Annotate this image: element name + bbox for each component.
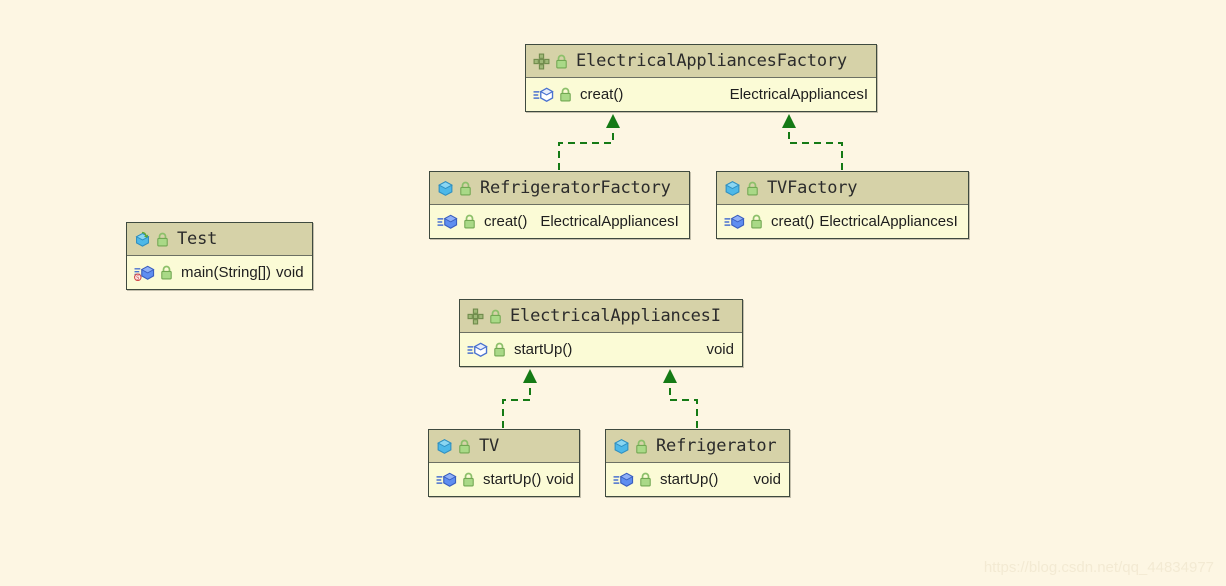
lock-public-icon [746,181,759,196]
lock-public-icon [160,265,173,280]
node-title: ElectricalAppliancesI [510,306,721,326]
lock-public-icon [559,87,572,102]
member-return-type: ElectricalAppliancesI [729,86,868,103]
edge-tvfactory-implements-factory [782,114,843,170]
class-icon [613,438,630,455]
lock-public-icon [639,472,652,487]
node-title: RefrigeratorFactory [480,178,671,198]
lock-public-icon [462,472,475,487]
node-tvfactory[interactable]: TVFactory creat() ElectricalAppliancesI [716,171,969,239]
member-name: startUp() [514,341,573,358]
node-header: Test [127,223,312,256]
static-method-icon: S [134,265,155,281]
node-tv[interactable]: TV startUp() void [428,429,580,497]
node-title: Refrigerator [656,436,777,456]
lock-public-icon [156,232,169,247]
member-row[interactable]: S main(String[]) void [127,256,312,289]
node-title: ElectricalAppliancesFactory [576,51,847,71]
member-return-type: ElectricalAppliancesI [540,213,679,230]
member-return-type: ElectricalAppliancesI [819,213,958,230]
lock-public-icon [493,342,506,357]
member-return-type: void [546,471,574,488]
member-row[interactable]: creat() ElectricalAppliancesI [526,78,876,111]
lock-public-icon [555,54,568,69]
lock-public-icon [750,214,763,229]
class-icon [436,438,453,455]
interface-icon [533,53,550,70]
member-row[interactable]: creat() ElectricalAppliancesI [430,205,689,238]
node-title: TV [479,436,500,456]
node-refrigeratorfactory[interactable]: RefrigeratorFactory creat() ElectricalAp… [429,171,690,239]
node-header: ElectricalAppliancesI [460,300,742,333]
edge-refrigerator-implements-appliances [663,369,698,428]
member-name: main(String[]) [181,264,272,281]
node-header: TVFactory [717,172,968,205]
method-icon [724,214,745,230]
member-name: creat() [580,86,624,103]
abstract-method-icon [533,87,554,103]
method-icon [437,214,458,230]
lock-public-icon [635,439,648,454]
node-electricalappliancesi[interactable]: ElectricalAppliancesI startUp() void [459,299,743,367]
node-header: ElectricalAppliancesFactory [526,45,876,78]
member-name: creat() [771,213,815,230]
member-return-type: void [753,471,781,488]
interface-icon [467,308,484,325]
node-header: TV [429,430,579,463]
class-icon [437,180,454,197]
edge-tv-implements-appliances [502,369,537,428]
svg-text:S: S [136,275,139,281]
member-row[interactable]: creat() ElectricalAppliancesI [717,205,968,238]
member-return-type: void [276,264,304,281]
edge-refrigeratorfactory-implements-factory [558,114,620,170]
class-icon [724,180,741,197]
node-refrigerator[interactable]: Refrigerator startUp() void [605,429,790,497]
node-header: Refrigerator [606,430,789,463]
member-return-type: void [706,341,734,358]
lock-public-icon [459,181,472,196]
lock-public-icon [463,214,476,229]
node-test[interactable]: Test S main(String[]) void [126,222,313,290]
node-header: RefrigeratorFactory [430,172,689,205]
member-name: startUp() [483,471,542,488]
runnable-class-icon [134,231,151,248]
node-title: TVFactory [767,178,858,198]
member-name: creat() [484,213,528,230]
node-title: Test [177,229,218,249]
member-row[interactable]: startUp() void [460,333,742,366]
node-electricalappliancesfactory[interactable]: ElectricalAppliancesFactory creat() Elec… [525,44,877,112]
abstract-method-icon [467,342,488,358]
method-icon [613,472,634,488]
lock-public-icon [489,309,502,324]
watermark: https://blog.csdn.net/qq_44834977 [983,559,1214,576]
member-row[interactable]: startUp() void [606,463,789,496]
lock-public-icon [458,439,471,454]
method-icon [436,472,457,488]
member-row[interactable]: startUp() void [429,463,579,496]
member-name: startUp() [660,471,719,488]
